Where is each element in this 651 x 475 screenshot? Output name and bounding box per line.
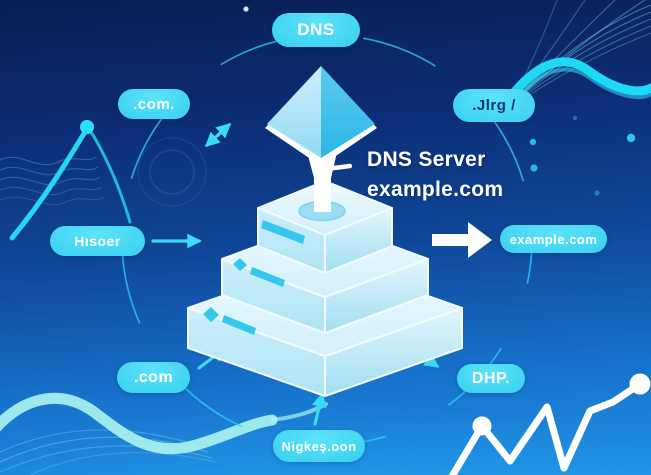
wave-decoration-left <box>0 120 207 241</box>
node-dhp: DHP. <box>457 364 525 393</box>
double-arrow-icon <box>204 123 232 147</box>
node-com-top-label: .com. <box>133 95 175 113</box>
node-dhp-label: DHP. <box>471 369 511 387</box>
node-example-com-label: example.com <box>509 231 598 247</box>
slot-dash-icon <box>261 220 305 244</box>
node-com-top: .com. <box>118 89 190 119</box>
line-chart-decoration <box>448 373 651 475</box>
node-nigkes: Nigkeş.oon <box>273 430 365 462</box>
node-jlrg-label: .Jlrg / <box>472 97 516 114</box>
dns-server-caption-line1: DNS Server <box>367 148 486 171</box>
chart-dot <box>472 416 492 436</box>
stem <box>314 150 331 212</box>
slot-diamond-icon <box>233 258 247 271</box>
slot-dash-icon <box>250 267 285 287</box>
server-pyramid-illustration <box>187 66 463 397</box>
node-com-bottom: .com <box>117 362 190 393</box>
wave-decoration-bottom-left <box>0 392 328 475</box>
chart-dot <box>629 373 651 395</box>
wave-decoration-top-right <box>495 0 651 120</box>
node-hisoer-label: Hısoer <box>74 233 121 249</box>
scatter-dots <box>243 6 636 196</box>
slot-diamond-icon <box>203 307 219 322</box>
node-example-com: example.com <box>500 225 607 253</box>
node-com-bottom-label: .com <box>133 368 174 386</box>
node-hisoer: Hısoer <box>50 226 145 256</box>
node-dns: DNS <box>272 13 360 47</box>
diamond-icon <box>265 66 377 166</box>
node-dns-label: DNS <box>297 20 335 39</box>
dns-server-caption: DNS Server example.com <box>367 145 503 205</box>
dot-decoration <box>80 120 94 134</box>
arrow-up-icon <box>312 392 327 426</box>
slot-dash-icon <box>222 315 256 335</box>
white-arrow-right-icon <box>432 222 492 258</box>
node-jlrg: .Jlrg / <box>453 89 535 122</box>
label-dash <box>329 163 352 171</box>
dns-server-caption-line2: example.com <box>367 178 504 201</box>
node-nigkes-label: Nigkeş.oon <box>281 438 357 454</box>
